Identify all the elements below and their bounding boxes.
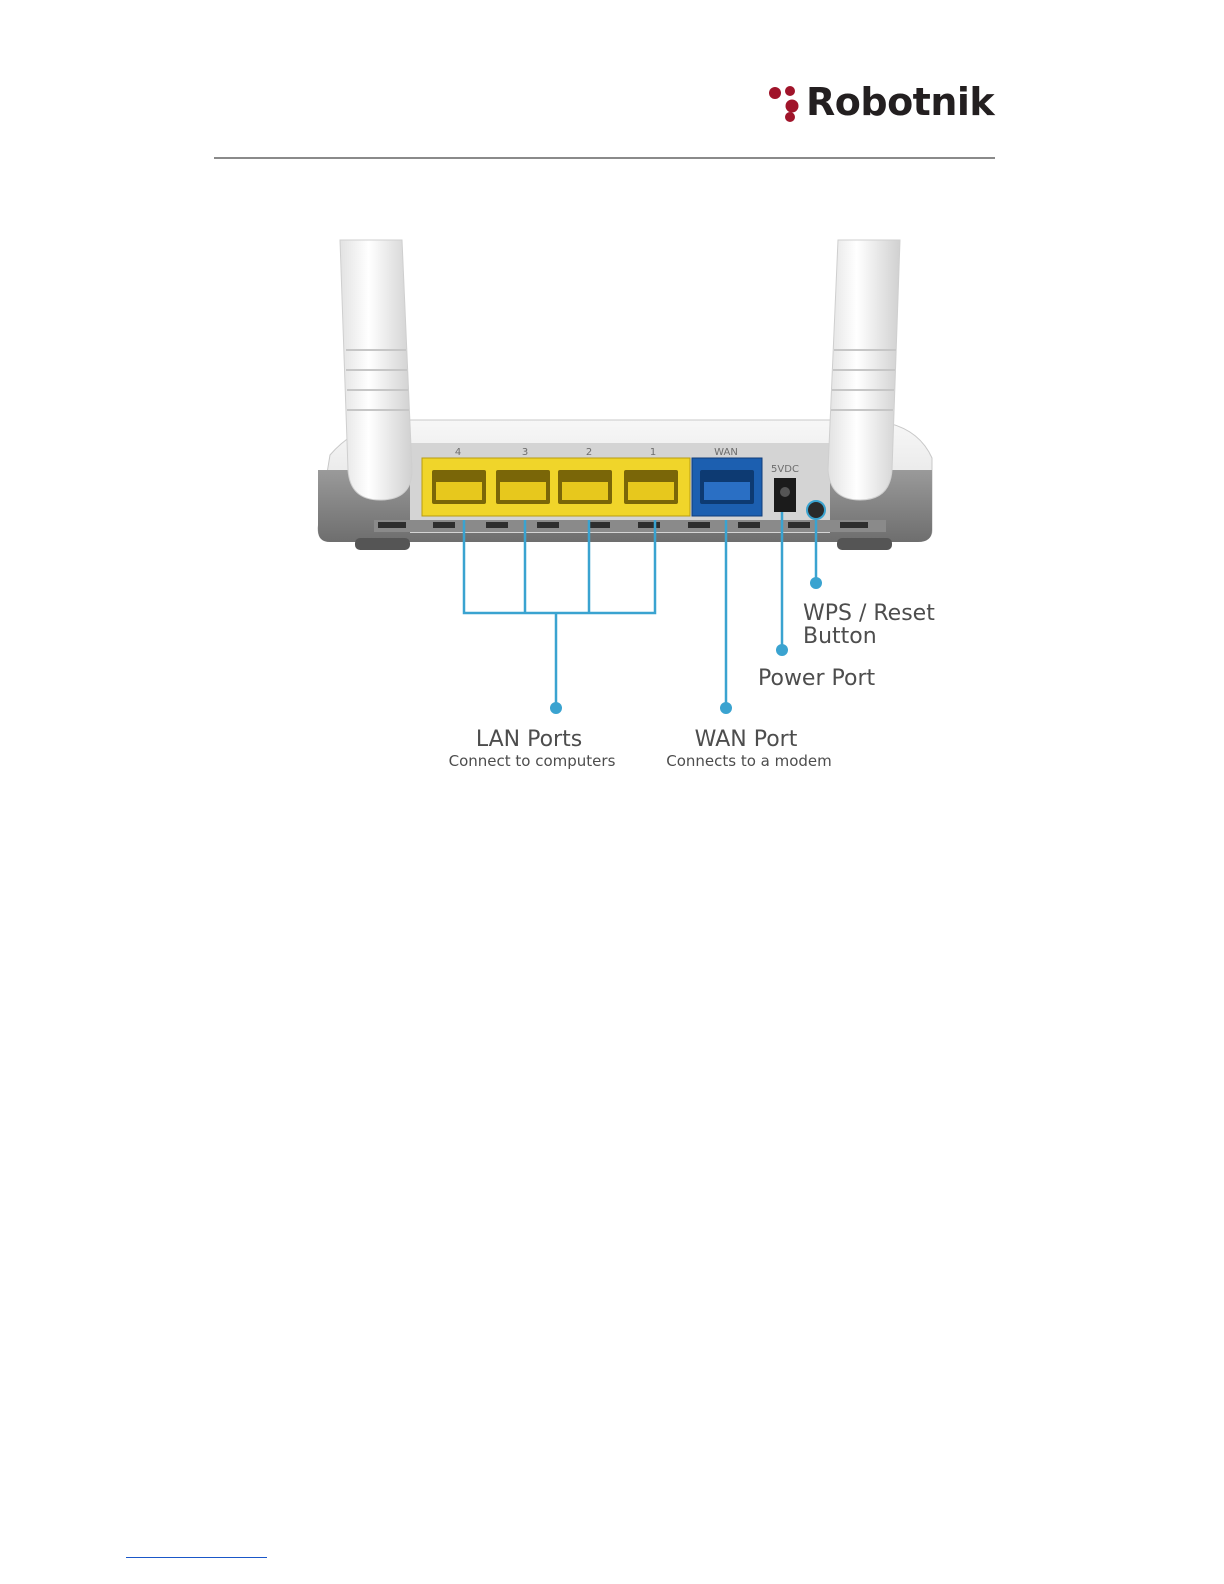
logo-text: Robotnik	[806, 80, 994, 124]
wps-reset-title-line2: Button	[803, 624, 877, 649]
wan-port	[692, 458, 762, 516]
lan-ports-title: LAN Ports	[476, 727, 582, 752]
right-antenna	[828, 240, 900, 500]
footer-link-underline[interactable]	[126, 1557, 267, 1558]
port-number-1: 1	[650, 447, 656, 458]
lan-ports-subtitle: Connect to computers	[449, 752, 616, 770]
port-number-3: 3	[522, 447, 528, 458]
wps-reset-button	[807, 501, 825, 519]
wps-reset-title-line1: WPS / Reset	[803, 601, 935, 626]
wan-port-label: WAN	[714, 447, 738, 458]
wan-port-subtitle: Connects to a modem	[666, 752, 832, 770]
header-divider	[214, 157, 995, 159]
lan-ports	[422, 458, 690, 516]
wan-port-title: WAN Port	[695, 727, 798, 752]
port-number-4: 4	[455, 447, 461, 458]
router-back-panel-diagram: 4 3 2 1 WAN 5VDC	[300, 230, 960, 790]
robotnik-logo: Robotnik	[766, 80, 994, 124]
power-port-title: Power Port	[758, 666, 875, 691]
logo-dots-icon	[766, 80, 806, 124]
power-port-label: 5VDC	[771, 464, 799, 475]
port-number-2: 2	[586, 447, 592, 458]
left-antenna	[340, 240, 412, 500]
